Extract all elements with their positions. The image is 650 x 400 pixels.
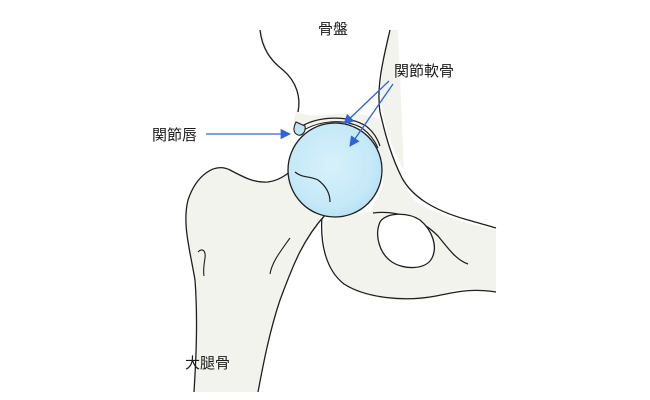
cartilage-arrow-2	[349, 83, 394, 147]
femur-bone	[185, 162, 336, 392]
cartilage-arrow-1	[343, 80, 390, 125]
femur-outline-right	[257, 213, 327, 393]
pelvis-label: 骨盤	[318, 20, 349, 38]
greater-trochanter-line	[269, 237, 291, 275]
femur-outline-left	[185, 161, 301, 393]
labrum-label: 関節唇	[152, 126, 198, 144]
obturator-foramen	[377, 213, 435, 269]
articular-cartilage-label: 関節軟骨	[394, 62, 455, 80]
acetabular-cartilage	[295, 117, 381, 147]
pelvis-outline-lower	[320, 215, 497, 300]
pelvis-bone	[260, 30, 496, 301]
labrum	[293, 121, 306, 136]
pelvis-outline-left	[259, 29, 300, 113]
lesser-trochanter-line	[197, 249, 206, 277]
femoral-head	[287, 122, 383, 218]
femur-label: 大腿骨	[185, 354, 231, 372]
pelvis-inner-edge	[372, 211, 469, 265]
pelvis-outline-right	[378, 29, 497, 229]
head-neck-junction	[294, 171, 331, 203]
